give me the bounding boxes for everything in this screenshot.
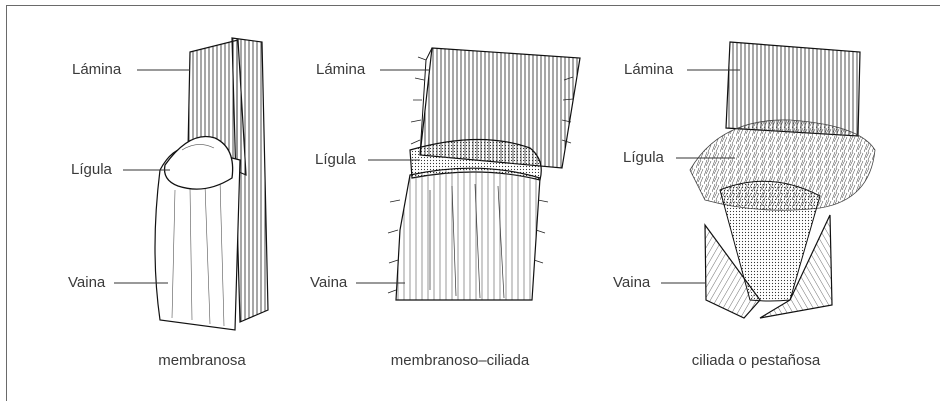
caption-membranosa: membranosa [147,352,257,370]
label-ligula-3: Lígula [623,149,664,167]
drawing-membranosa [155,38,268,330]
drawing-ciliada [690,42,875,318]
caption-ciliada: ciliada o pestañosa [671,352,841,370]
drawing-membranoso-ciliada [388,48,580,300]
label-lamina-3: Lámina [624,61,673,79]
label-vaina-3: Vaina [613,274,650,292]
label-ligula-2: Lígula [315,151,356,169]
label-lamina-1: Lámina [72,61,121,79]
caption-membranoso-ciliada: membranoso–ciliada [375,352,545,370]
label-lamina-2: Lámina [316,61,365,79]
label-vaina-2: Vaina [310,274,347,292]
label-ligula-1: Lígula [71,161,112,179]
label-vaina-1: Vaina [68,274,105,292]
